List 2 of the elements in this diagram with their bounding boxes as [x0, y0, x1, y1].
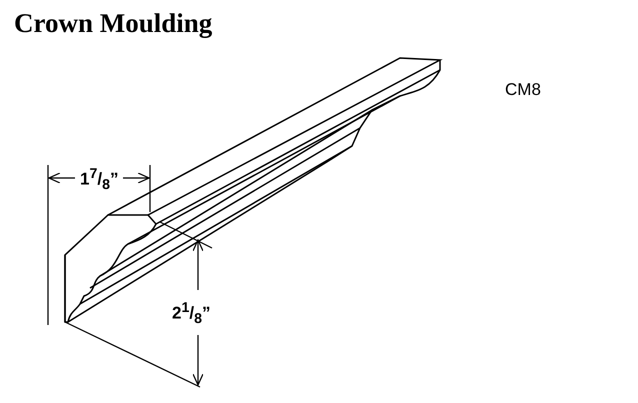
diagram-title: Crown Moulding	[14, 8, 212, 39]
part-number: CM8	[505, 80, 541, 100]
